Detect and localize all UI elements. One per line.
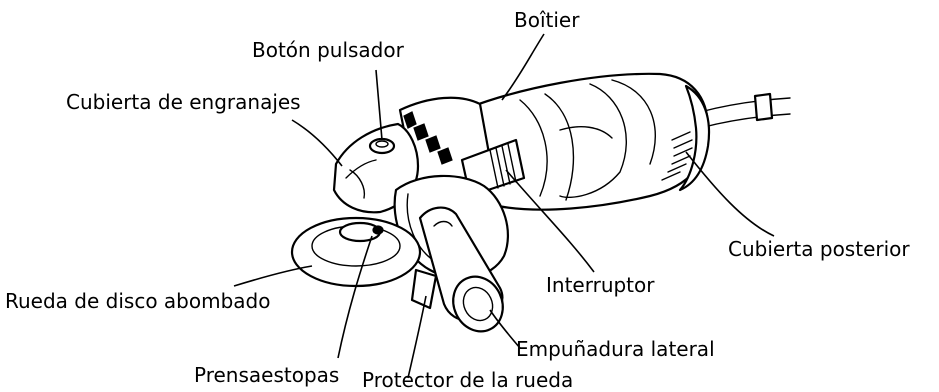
label-protector-rueda: Protector de la rueda [362,368,573,392]
label-boitier: Boîtier [514,8,580,32]
leader-cubierta-engranajes [292,120,342,166]
label-cubierta-engranajes: Cubierta de engranajes [66,90,301,114]
motor-housing [468,74,709,210]
leader-protector-rueda [408,296,426,378]
push-button [370,139,394,153]
leader-rueda-disco [234,266,312,286]
label-boton-pulsador: Botón pulsador [252,38,405,62]
label-prensaestopas: Prensaestopas [194,363,339,387]
power-cord [700,94,790,128]
label-interruptor: Interruptor [546,273,655,297]
label-empunadura-lateral: Empuñadura lateral [516,337,715,361]
disc-wheel [292,218,420,286]
angle-grinder-illustration [292,74,790,340]
label-cubierta-posterior: Cubierta posterior [728,237,910,261]
label-rueda-disco: Rueda de disco abombado [5,289,270,313]
